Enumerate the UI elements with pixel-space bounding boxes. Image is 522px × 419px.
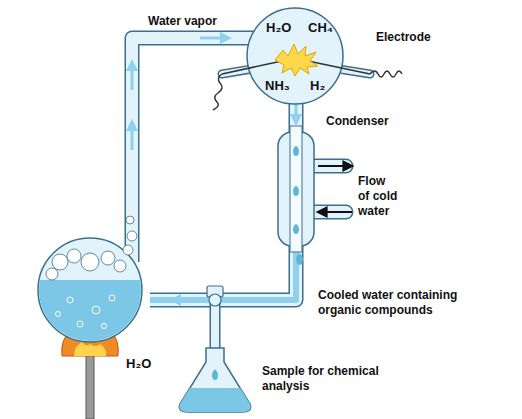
spark-flask: [247, 8, 343, 104]
condenser-jacket: [278, 132, 314, 246]
cold-water-arrow: [318, 211, 352, 213]
condenser-jacket: [293, 146, 299, 234]
sample-flask: [179, 388, 250, 412]
sample-flask: [179, 348, 250, 412]
glass-tubing: [150, 98, 296, 300]
glass-tubing: [211, 300, 219, 350]
sample-flask: [212, 370, 218, 381]
flow-label: Flow of cold water: [358, 174, 398, 219]
part-label: Condenser: [326, 114, 389, 129]
boiling-flask: [56, 312, 61, 317]
glass-tubing: [132, 38, 296, 350]
flow-arrow: [200, 37, 226, 40]
boiling-flask: [81, 253, 99, 271]
flame: [74, 342, 106, 356]
boiling-flask: [126, 216, 134, 224]
electrode: [370, 71, 402, 77]
boiling-flask: [102, 324, 107, 329]
spark: [275, 44, 318, 76]
boiling-flask: [109, 295, 115, 301]
boiling-flask: [38, 216, 142, 342]
glass-tubing: [150, 240, 296, 300]
callout-label: Cooled water containing organic compound…: [318, 288, 488, 318]
condenser-jacket: [296, 254, 303, 266]
flow-arrow: [131, 125, 134, 150]
glass-tubing: [132, 38, 258, 262]
formula-label: H₂: [310, 78, 325, 93]
stand-rod: [86, 350, 94, 419]
electrode: [222, 61, 282, 74]
formula-label: H₂O: [266, 20, 291, 35]
boiling-flask: [52, 254, 68, 270]
cold-water-arrow: [318, 165, 352, 167]
glass-tubing: [150, 98, 296, 300]
part-label: Electrode: [376, 30, 431, 45]
boiling-flask: [123, 245, 133, 255]
spark: [275, 44, 318, 76]
boiling-flask: [127, 231, 137, 241]
flow-arrow: [295, 104, 298, 120]
condenser-jacket: [290, 126, 302, 252]
boiling-flask: [67, 249, 81, 263]
glass-tubing: [210, 300, 221, 350]
flow-arrow: [175, 299, 200, 302]
callout-label: Sample for chemical analysis: [262, 364, 387, 394]
electrode: [308, 61, 370, 74]
formula-label: H₂O: [126, 356, 151, 371]
electrode: [213, 74, 222, 110]
boiling-flask: [114, 260, 126, 272]
boiling-flask: [67, 297, 73, 303]
spark-flask: [222, 8, 370, 104]
sample-flask: [179, 348, 250, 412]
boiling-flask: [77, 321, 83, 327]
cold-water-arrow: [318, 166, 352, 212]
stand-rod: [86, 350, 94, 419]
condenser-jacket: [278, 126, 346, 265]
stopcock: [209, 294, 221, 306]
formula-label: NH₃: [265, 78, 290, 93]
formula-label: CH₄: [308, 20, 333, 35]
boiling-flask: [46, 268, 58, 280]
stream-label: Water vapor: [148, 14, 217, 29]
stopcock: [207, 286, 223, 306]
boiling-flask: [56, 295, 116, 329]
boiling-flask: [39, 280, 141, 341]
boiling-flask: [92, 306, 100, 314]
boiling-flask: [46, 216, 137, 280]
flow-arrow: [131, 65, 134, 90]
boiling-flask: [38, 238, 142, 342]
boiling-flask: [101, 251, 115, 265]
glass-tubing: [132, 38, 258, 262]
